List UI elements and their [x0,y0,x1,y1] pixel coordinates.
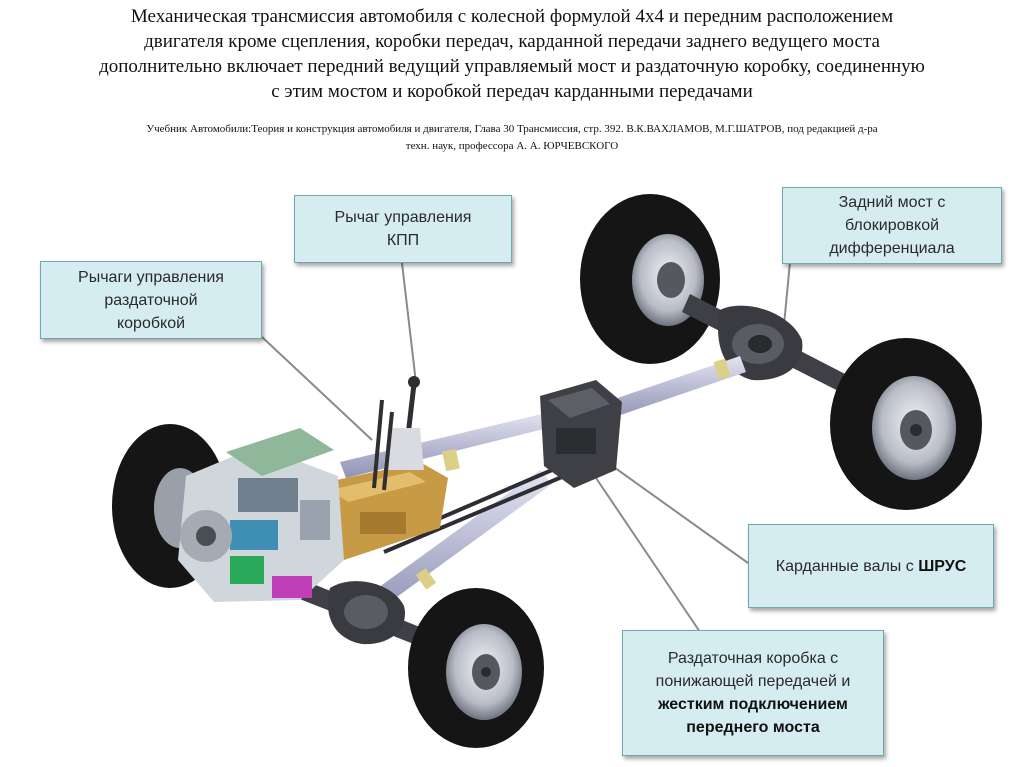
callout-transfer-case-line-4: переднего моста [686,716,819,739]
leader-transfer-case [595,477,701,633]
callout-gearbox-lever-line-2: КПП [386,232,420,249]
callout-transfer-levers-line-1: Рычаги управления [78,268,224,286]
callout-rear-axle-line-2: блокировкой [844,217,940,234]
callout-rear-axle-line-3: дифференциала [829,240,955,257]
transfer-case [540,380,622,488]
leader-rear-axle [783,261,791,326]
page-title: Механическая трансмиссия автомобиля с ко… [0,4,1024,104]
callout-transfer-levers-line-3: коробкой [116,314,186,332]
callout-transfer-levers-line-2: раздаточной [104,291,198,309]
callout-transfer-case: Раздаточная коробка с понижающей передач… [622,630,884,756]
front-right-wheel [408,588,544,748]
callout-rear-axle-line-1: Задний мост с [838,194,946,211]
source-line-2: техн. наук, профессора А. А. ЮРЧЕВСКОГО [405,140,619,152]
callout-cardan-text: Карданные валы с [775,557,919,575]
title-line-4: с этим мостом и коробкой передач карданн… [271,81,753,102]
source-line-1: Учебник Автомобили:Теория и конструкция … [146,123,878,135]
title-line-2: двигателя кроме сцепления, коробки перед… [144,31,880,52]
rear-right-wheel [830,338,982,510]
callout-transfer-case-line-2: понижающей передачей и [655,673,851,690]
rear-axle [682,294,880,408]
leader-transfer-levers [261,336,373,441]
engine [178,428,344,602]
callout-cardan-line: Карданные валы с ШРУС [776,555,967,578]
callout-transfer-levers: Рычаги управления раздаточной коробкой [40,261,262,339]
gear-levers [372,376,424,491]
source-citation: Учебник Автомобили:Теория и конструкция … [0,121,1024,155]
leader-gearbox-lever [401,262,417,384]
callout-transfer-case-bold-2: переднего моста [686,719,820,736]
callout-gearbox-lever: Рычаг управления КПП [294,195,512,263]
callout-transfer-case-line-3: жестким подключением [658,693,848,716]
callout-transfer-case-line-1: Раздаточная коробка с [667,650,839,667]
title-line-3: дополнительно включает передний ведущий … [99,56,925,77]
callout-gearbox-lever-line-1: Рычаг управления [334,209,472,226]
callout-rear-axle: Задний мост с блокировкой дифференциала [782,187,1002,264]
callout-cardan-bold: ШРУС [918,557,967,575]
title-line-1: Механическая трансмиссия автомобиля с ко… [130,6,894,27]
rear-left-wheel [580,194,720,364]
callout-transfer-case-bold-1: жестким подключением [658,696,848,713]
callout-cardan: Карданные валы с ШРУС [748,524,994,608]
gearbox [314,462,448,560]
